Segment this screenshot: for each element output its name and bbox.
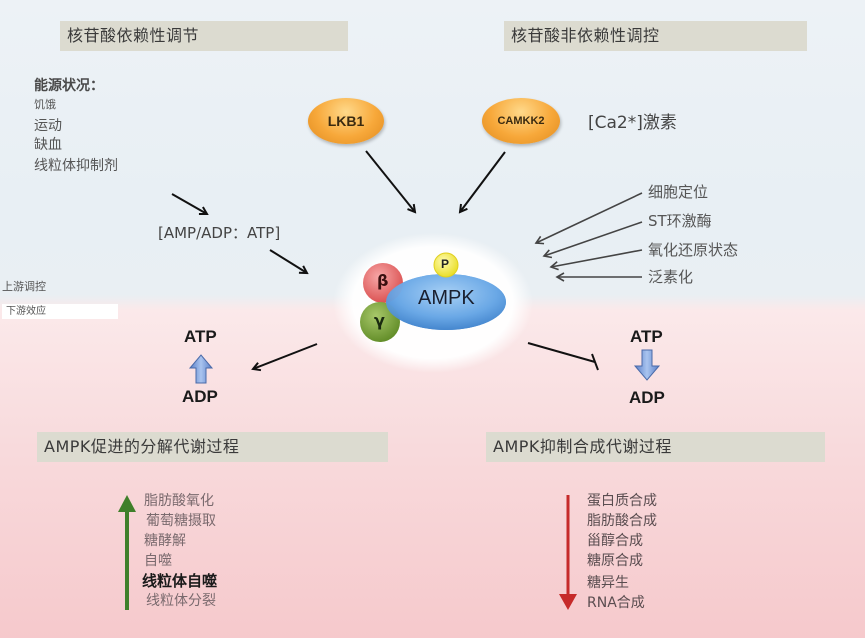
catabolic-item: 自噬 bbox=[144, 553, 172, 569]
energy-status-item: 线粒体抑制剂 bbox=[34, 158, 118, 174]
regulator-redox-state: 氧化还原状态 bbox=[648, 241, 739, 259]
camkk2-kinase: CAMKK2 bbox=[482, 98, 560, 144]
header-nucleotide-dependent: 核苷酸依赖性调节 bbox=[60, 21, 348, 51]
inhibit-bar bbox=[591, 353, 599, 371]
regulator-ubiquitination: 泛素化 bbox=[648, 268, 694, 286]
catabolic-list: 脂肪酸氧化 葡萄糖摄取 糖酵解 自噬 线粒体自噬 线粒体分裂 bbox=[142, 491, 218, 611]
beta-label: β bbox=[377, 271, 389, 290]
downstream-effects-label: 下游效应 bbox=[2, 304, 118, 319]
arrow-st-loop-kinase bbox=[542, 221, 643, 259]
lkb1-kinase: LKB1 bbox=[308, 98, 384, 144]
arrow-ampk-to-atp-production bbox=[253, 343, 318, 369]
catabolic-item: 线粒体分裂 bbox=[146, 593, 216, 609]
inhibit-ampk-to-anabolism bbox=[527, 342, 596, 363]
adp-down-arrow bbox=[633, 349, 661, 381]
gamma-label: γ bbox=[374, 311, 385, 330]
right-adp-label: ADP bbox=[629, 388, 665, 407]
arrow-camkk2-to-ampk bbox=[460, 151, 506, 212]
left-atp-label: ATP bbox=[184, 327, 217, 346]
anabolic-item: 糖原合成 bbox=[587, 553, 643, 569]
anabolic-item: 糖异生 bbox=[587, 575, 629, 591]
calcium-hormone-label: [Ca2*]激素 bbox=[588, 113, 677, 133]
regulator-cell-localization: 细胞定位 bbox=[648, 183, 709, 201]
catabolic-item: 脂肪酸氧化 bbox=[144, 493, 214, 509]
header-catabolic: AMPK促进的分解代谢过程 bbox=[37, 432, 388, 462]
catabolic-item-highlighted: 线粒体自噬 bbox=[142, 572, 218, 590]
anabolic-item: 脂肪酸合成 bbox=[587, 513, 657, 529]
arrow-energy-to-ratio bbox=[171, 193, 207, 214]
phospho-label: P bbox=[441, 257, 450, 271]
arrow-cell-localization bbox=[534, 192, 643, 245]
catabolic-item: 糖酵解 bbox=[144, 533, 186, 549]
right-atp-label: ATP bbox=[630, 327, 663, 346]
upstream-regulation-label: 上游调控 bbox=[2, 280, 46, 293]
anabolism-down-arrow-head bbox=[559, 594, 577, 610]
arrow-ratio-to-ampk bbox=[269, 249, 307, 273]
header-nucleotide-independent: 核苷酸非依赖性调控 bbox=[504, 21, 807, 51]
energy-status-item: 缺血 bbox=[34, 137, 62, 153]
anabolic-item: 甾醇合成 bbox=[587, 533, 643, 549]
regulator-st-loop-kinase: ST环激酶 bbox=[648, 212, 712, 230]
phospho-group bbox=[433, 252, 459, 278]
header-anabolic: AMPK抑制合成代谢过程 bbox=[486, 432, 825, 462]
arrow-lkb1-to-ampk bbox=[365, 150, 415, 212]
catabolic-item: 葡萄糖摄取 bbox=[146, 513, 216, 529]
energy-status-item: 饥饿 bbox=[34, 98, 56, 111]
arrow-redox-state bbox=[549, 249, 643, 271]
anabolic-list: 蛋白质合成 脂肪酸合成 甾醇合成 糖原合成 糖异生 RNA合成 bbox=[587, 491, 657, 613]
left-adp-label: ADP bbox=[182, 387, 218, 406]
atp-up-arrow bbox=[188, 354, 214, 384]
amp-atp-ratio-label: [AMP/ADP：ATP] bbox=[158, 224, 281, 242]
energy-status-item: 运动 bbox=[34, 118, 62, 134]
anabolic-item: 蛋白质合成 bbox=[587, 493, 657, 509]
catabolism-up-arrow-head bbox=[118, 495, 136, 512]
ampk-body-front bbox=[386, 274, 506, 330]
ampk-label: AMPK bbox=[418, 287, 475, 309]
energy-status-title: 能源状况： bbox=[34, 78, 104, 94]
anabolic-item: RNA合成 bbox=[587, 595, 645, 611]
